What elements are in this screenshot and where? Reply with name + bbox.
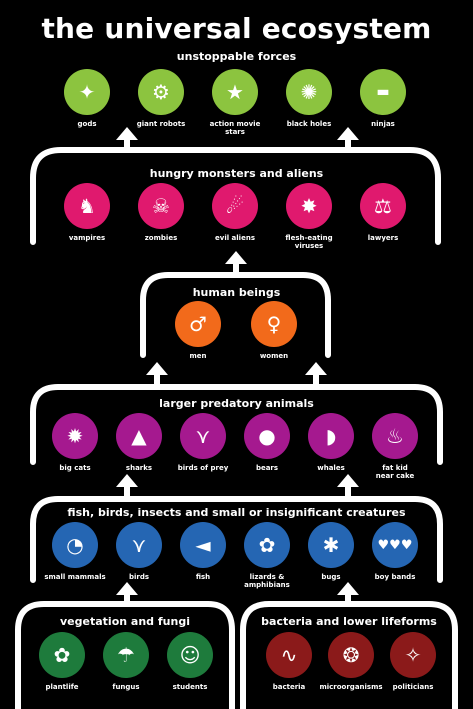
eagle-icon: ⋎ (180, 413, 226, 459)
node-gods: ✦ gods (55, 69, 119, 128)
page-title: the universal ecosystem (41, 12, 432, 45)
node-plantlife: ✿ plantlife (30, 632, 94, 691)
virus-icon: ✸ (286, 183, 332, 229)
node-birds: ⋎ birds (107, 522, 171, 581)
vampire-icon: ♞ (64, 183, 110, 229)
node-giant-robots: ⚙ giant robots (129, 69, 193, 128)
woman-icon: ♀ (251, 301, 297, 347)
node-ninjas: ▬ ninjas (351, 69, 415, 128)
bear-icon: ● (244, 413, 290, 459)
microorganism-icon: ❂ (328, 632, 374, 678)
node-bacteria: ∿ bacteria (257, 632, 321, 691)
whale-icon: ◗ (308, 413, 354, 459)
node-lizards-amphibians: ✿ lizards & amphibians (235, 522, 299, 589)
node-fish: ◄ fish (171, 522, 235, 581)
mushroom-icon: ☂ (103, 632, 149, 678)
fish-icon: ◄ (180, 522, 226, 568)
flower-icon: ✿ (39, 632, 85, 678)
node-vampires: ♞ vampires (55, 183, 119, 242)
boy-band-icon: ♥♥♥ (372, 522, 418, 568)
node-sharks: ▲ sharks (107, 413, 171, 472)
node-black-holes: ✺ black holes (277, 69, 341, 128)
node-small-mammals: ◔ small mammals (43, 522, 107, 581)
node-big-cats: ✹ big cats (43, 413, 107, 472)
tier-label-humans: human beings (192, 286, 281, 299)
cake-icon: ♨ (372, 413, 418, 459)
politician-icon: ✧ (390, 632, 436, 678)
tier-label-small: fish, birds, insects and small or insign… (67, 506, 406, 519)
black-hole-icon: ✺ (286, 69, 332, 115)
zombie-icon: ☠ (138, 183, 184, 229)
node-students: ☺ students (158, 632, 222, 691)
tier-label-vegetation: vegetation and fungi (60, 615, 190, 628)
node-flesh-eating-viruses: ✸ flesh-eating viruses (277, 183, 341, 250)
node-women: ♀ women (242, 301, 306, 360)
node-lawyers: ⚖ lawyers (351, 183, 415, 242)
node-fungus: ☂ fungus (94, 632, 158, 691)
shark-icon: ▲ (116, 413, 162, 459)
man-icon: ♂ (175, 301, 221, 347)
node-microorganisms: ❂ microorganisms (319, 632, 383, 691)
mouse-icon: ◔ (52, 522, 98, 568)
node-men: ♂ men (166, 301, 230, 360)
alien-icon: ☄ (212, 183, 258, 229)
node-action-movie-stars: ★ action movie stars (203, 69, 267, 136)
tier-label-forces: unstoppable forces (176, 50, 297, 63)
node-politicians: ✧ politicians (381, 632, 445, 691)
node-evil-aliens: ☄ evil aliens (203, 183, 267, 242)
tier-label-bacteria: bacteria and lower lifeforms (261, 615, 437, 628)
robot-icon: ⚙ (138, 69, 184, 115)
student-icon: ☺ (167, 632, 213, 678)
tier-label-predators: larger predatory animals (159, 397, 314, 410)
bacteria-icon: ∿ (266, 632, 312, 678)
bird-icon: ⋎ (116, 522, 162, 568)
node-bugs: ✱ bugs (299, 522, 363, 581)
node-boy-bands: ♥♥♥ boy bands (363, 522, 427, 581)
node-fat-kid-near-cake: ♨ fat kid near cake (363, 413, 427, 480)
frog-icon: ✿ (244, 522, 290, 568)
lion-icon: ✹ (52, 413, 98, 459)
lawyer-icon: ⚖ (360, 183, 406, 229)
node-bears: ● bears (235, 413, 299, 472)
spider-icon: ✱ (308, 522, 354, 568)
figure-icon: ✦ (64, 69, 110, 115)
node-birds-of-prey: ⋎ birds of prey (171, 413, 235, 472)
tier-label-monsters: hungry monsters and aliens (149, 167, 324, 180)
node-zombies: ☠ zombies (129, 183, 193, 242)
action-star-icon: ★ (212, 69, 258, 115)
ninja-icon: ▬ (360, 69, 406, 115)
node-whales: ◗ whales (299, 413, 363, 472)
